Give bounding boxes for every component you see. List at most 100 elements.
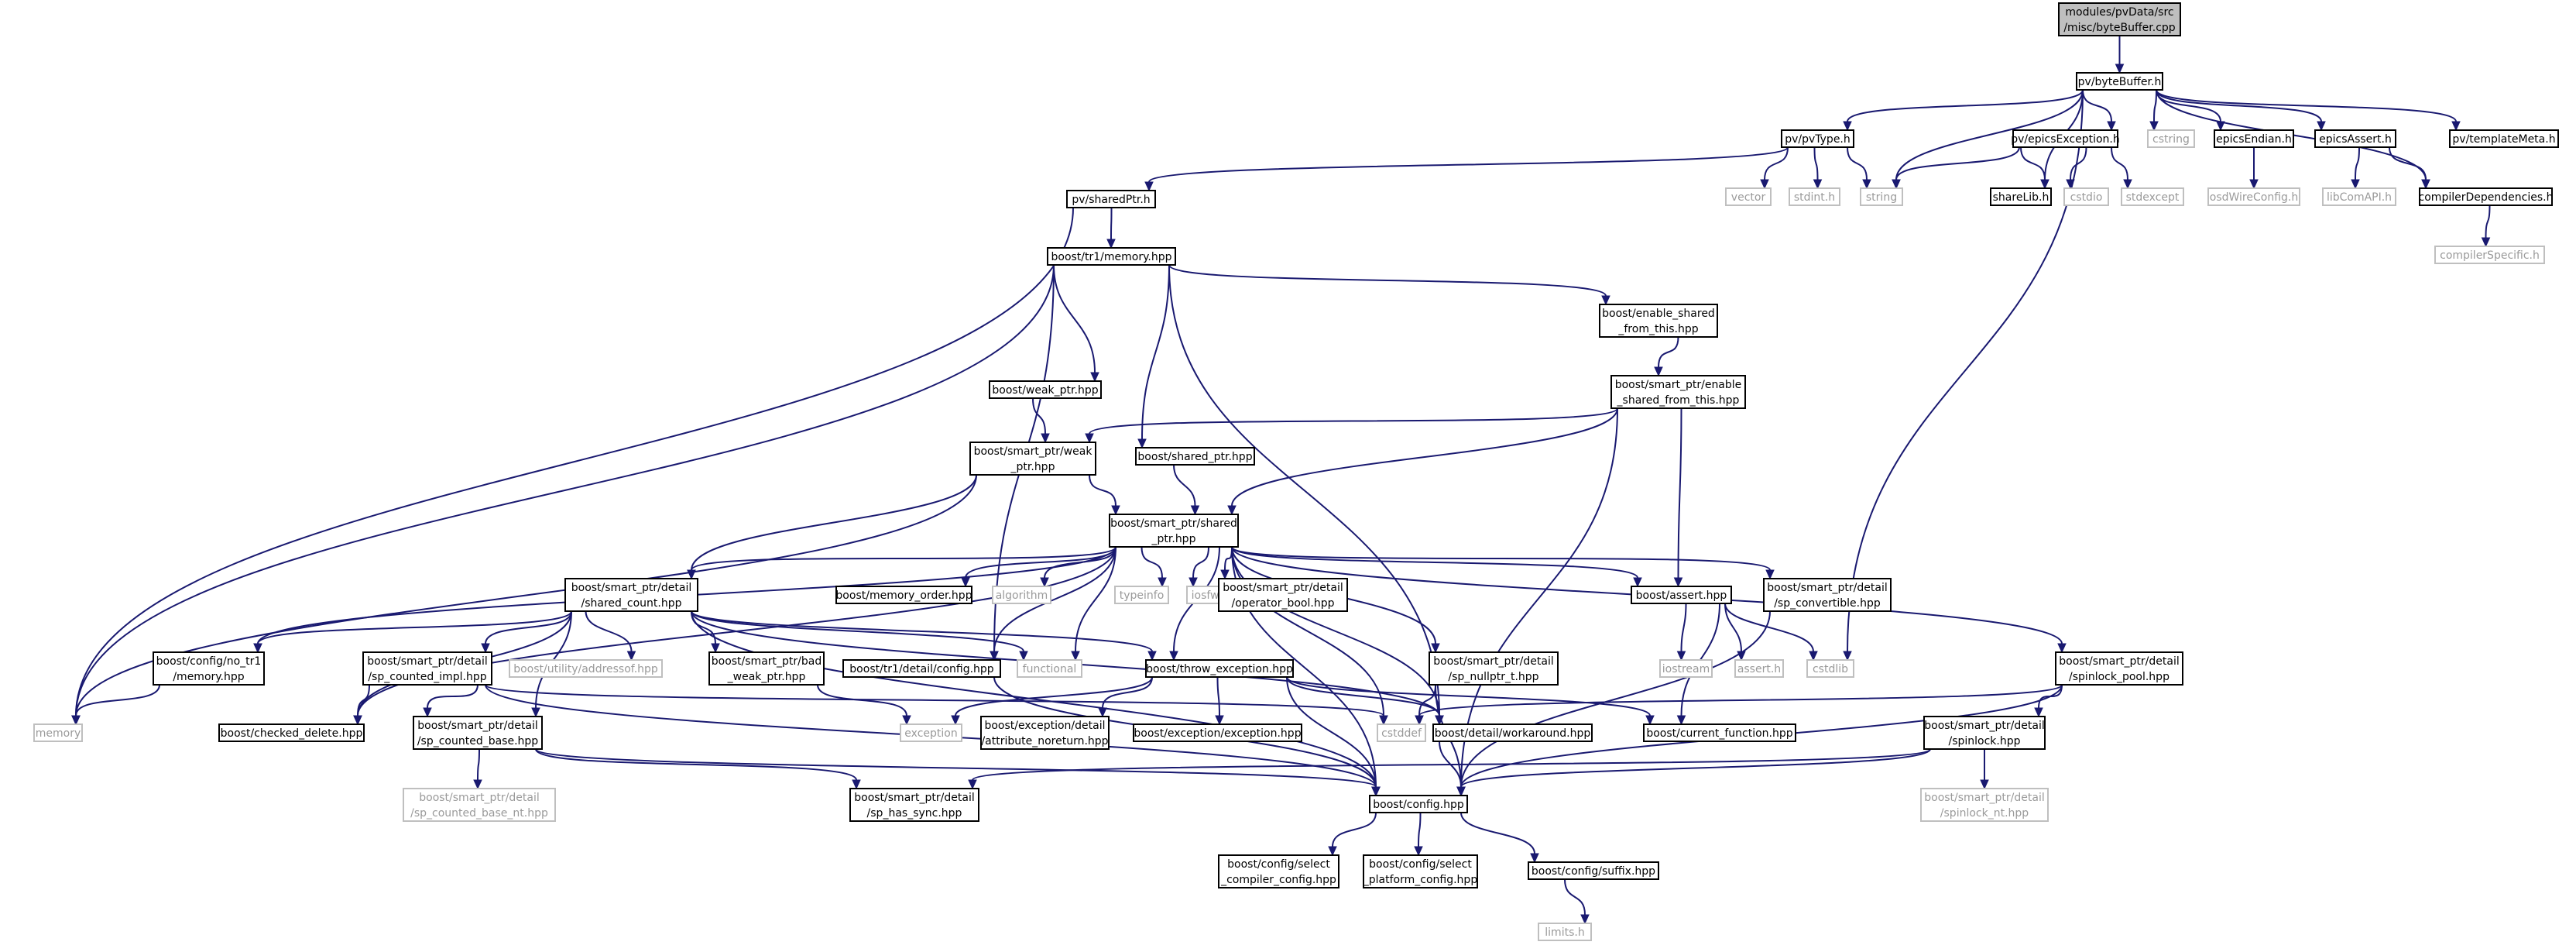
node-tr1-detail-config-hpp[interactable]: boost/tr1/detail/config.hpp [842, 659, 1001, 678]
node-spinlock-hpp[interactable]: boost/smart_ptr/detail/spinlock.hpp [1923, 716, 2046, 750]
node-sp-counted-base-hpp[interactable]: boost/smart_ptr/detail/sp_counted_base.h… [413, 716, 543, 750]
edge-assert-hpp-to-cstdlib [1724, 603, 1814, 652]
edge-arrowhead [2115, 64, 2125, 74]
edge-shared-count-hpp-to-functional [691, 610, 1024, 652]
node-label: boost/config/no_tr1 [156, 655, 262, 668]
node-epicsexception-h[interactable]: pv/epicsException.h [2011, 129, 2120, 148]
node-config-hpp[interactable]: boost/config.hpp [1369, 795, 1468, 813]
node-tr1-memory-hpp[interactable]: boost/tr1/memory.hpp [1047, 247, 1176, 266]
node-checked-delete-hpp[interactable]: boost/checked_delete.hpp [218, 723, 365, 742]
node-enable-shared-from-this-hpp[interactable]: boost/enable_shared_from_this.hpp [1599, 304, 1718, 338]
node-cstring: cstring [2147, 129, 2195, 148]
node-select-platform-config-hpp[interactable]: boost/config/select_platform_config.hpp [1363, 854, 1478, 888]
node-box [842, 659, 1001, 678]
edge-assert-hpp-to-assert-h [1724, 603, 1742, 652]
node-compilerdependencies-h[interactable]: compilerDependencies.h [2419, 187, 2554, 206]
node-bad-weak-ptr-hpp[interactable]: boost/smart_ptr/bad_weak_ptr.hpp [708, 651, 825, 686]
node-box [2434, 246, 2545, 264]
edge-arrowhead [1147, 651, 1157, 662]
node-sharelib-h[interactable]: shareLib.h [1990, 187, 2052, 206]
node-label: algorithm [996, 589, 1048, 602]
node-shared-count-hpp[interactable]: boost/smart_ptr/detail/shared_count.hpp [564, 578, 698, 612]
node-label: /misc/byteBuffer.cpp [2063, 22, 2175, 34]
node-suffix-hpp[interactable]: boost/config/suffix.hpp [1528, 861, 1659, 880]
node-sp-counted-base-nt-hpp: boost/smart_ptr/detail/sp_counted_base_n… [403, 788, 556, 822]
edge-arrowhead [2481, 237, 2491, 248]
node-addressof-hpp: boost/utility/addressof.hpp [509, 659, 663, 678]
edge-weak-ptr-hpp-to-sp-weak-ptr-hpp [1032, 397, 1046, 435]
node-sharedptr-h[interactable]: pv/sharedPtr.h [1066, 190, 1156, 208]
node-select-compiler-config-hpp[interactable]: boost/config/select_compiler_config.hpp [1218, 854, 1339, 888]
edge-arrowhead [2317, 121, 2326, 132]
node-pvtype-h[interactable]: pv/pvType.h [1781, 129, 1854, 148]
node-sp-has-sync-hpp[interactable]: boost/smart_ptr/detail/sp_has_sync.hpp [849, 788, 979, 822]
node-label: boost/smart_ptr/detail [367, 655, 487, 668]
node-label: epicsEndian.h [2216, 133, 2292, 146]
edge-arrowhead [1041, 433, 1050, 444]
node-current-function-hpp[interactable]: boost/current_function.hpp [1643, 723, 1796, 742]
node-operator-bool-hpp[interactable]: boost/smart_ptr/detail/operator_bool.hpp [1218, 578, 1348, 612]
node-weak-ptr-hpp[interactable]: boost/weak_ptr.hpp [989, 380, 1102, 399]
node-box [362, 651, 492, 686]
edge-bad-weak-ptr-hpp-to-exception [817, 684, 907, 717]
edge-arrowhead [1676, 715, 1686, 726]
edge-bytebuffer-h-to-templatemeta-h [2156, 89, 2457, 122]
node-label: /memory.hpp [173, 671, 244, 683]
node-sp-convertible-hpp[interactable]: boost/smart_ptr/detail/sp_convertible.hp… [1763, 578, 1892, 612]
node-label: _platform_config.hpp [1363, 874, 1478, 886]
node-label: cstring [2152, 133, 2190, 146]
edge-shared-count-hpp-to-addressof-hpp [585, 610, 633, 652]
node-label: boost/smart_ptr/detail [1767, 582, 1887, 594]
node-sp-weak-ptr-hpp[interactable]: boost/smart_ptr/weak_ptr.hpp [969, 442, 1096, 476]
node-box [1377, 723, 1426, 742]
node-box [218, 723, 365, 742]
edge-arrowhead [1676, 651, 1686, 662]
node-label: modules/pvData/src [2065, 6, 2173, 19]
edge-assert-hpp-to-iostream [1680, 603, 1687, 652]
node-sp-counted-impl-hpp[interactable]: boost/smart_ptr/detail/sp_counted_impl.h… [362, 651, 492, 686]
edge-shared-count-hpp-to-config-hpp [691, 610, 1377, 788]
node-box [849, 788, 979, 822]
node-box [1789, 187, 1840, 206]
node-box [1990, 187, 2052, 206]
node-attribute-noreturn-hpp[interactable]: boost/exception/detail/attribute_noretur… [980, 716, 1110, 750]
node-epicsassert-h[interactable]: epicsAssert.h [2314, 129, 2396, 148]
node-vector: vector [1725, 187, 1772, 206]
node-box [1047, 247, 1176, 266]
node-label: _ptr.hpp [1010, 461, 1055, 473]
node-sp-shared-ptr-hpp[interactable]: boost/smart_ptr/shared_ptr.hpp [1109, 514, 1239, 548]
edge-pvtype-h-to-stdint-h [1813, 146, 1819, 180]
node-sp-nullptr-t-hpp[interactable]: boost/smart_ptr/detail/sp_nullptr_t.hpp [1429, 651, 1559, 686]
node-epicsendian-h[interactable]: epicsEndian.h [2214, 129, 2294, 148]
node-label: /sp_counted_impl.hpp [368, 671, 486, 683]
node-throw-exception-hpp[interactable]: boost/throw_exception.hpp [1145, 659, 1294, 678]
node-box [33, 723, 83, 742]
edge-arrowhead [353, 715, 362, 726]
node-label: boost/checked_delete.hpp [221, 727, 363, 740]
node-label: boost/shared_ptr.hpp [1137, 451, 1252, 463]
node-label: _weak_ptr.hpp [727, 671, 806, 683]
edge-arrowhead [2057, 643, 2067, 654]
node-memory-order-hpp[interactable]: boost/memory_order.hpp [835, 586, 972, 604]
node-workaround-hpp[interactable]: boost/detail/workaround.hpp [1432, 723, 1593, 742]
edge-sp-shared-ptr-hpp-to-sp-convertible-hpp [1231, 546, 1771, 571]
node-label: stdint.h [1794, 191, 1835, 204]
node-templatemeta-h[interactable]: pv/templateMeta.h [2449, 129, 2559, 148]
node-assert-hpp[interactable]: boost/assert.hpp [1631, 586, 1732, 604]
node-shared-ptr-hpp[interactable]: boost/shared_ptr.hpp [1135, 447, 1255, 466]
edge-throw-exception-hpp-to-exception [955, 676, 1153, 717]
edge-arrowhead [1220, 569, 1230, 580]
node-bytebuffer-h[interactable]: pv/byteBuffer.h [2076, 72, 2163, 91]
edge-arrowhead [1765, 569, 1775, 580]
node-label: boost/smart_ptr/detail [419, 792, 539, 804]
node-sp-enable-shared-from-this-hpp[interactable]: boost/smart_ptr/enable_shared_from_this.… [1610, 375, 1746, 409]
node-no-tr1-memory-hpp[interactable]: boost/config/no_tr1/memory.hpp [153, 651, 265, 686]
edge-arrowhead [1645, 715, 1655, 726]
node-box [1218, 578, 1348, 612]
node-label: boost/smart_ptr/detail [1223, 582, 1343, 594]
node-exception-exception-hpp[interactable]: boost/exception/exception.hpp [1133, 723, 1302, 742]
node-label: boost/config/select [1227, 858, 1330, 871]
node-spinlock-pool-hpp[interactable]: boost/smart_ptr/detail/spinlock_pool.hpp [2055, 651, 2183, 686]
node-iostream: iostream [1659, 659, 1713, 678]
